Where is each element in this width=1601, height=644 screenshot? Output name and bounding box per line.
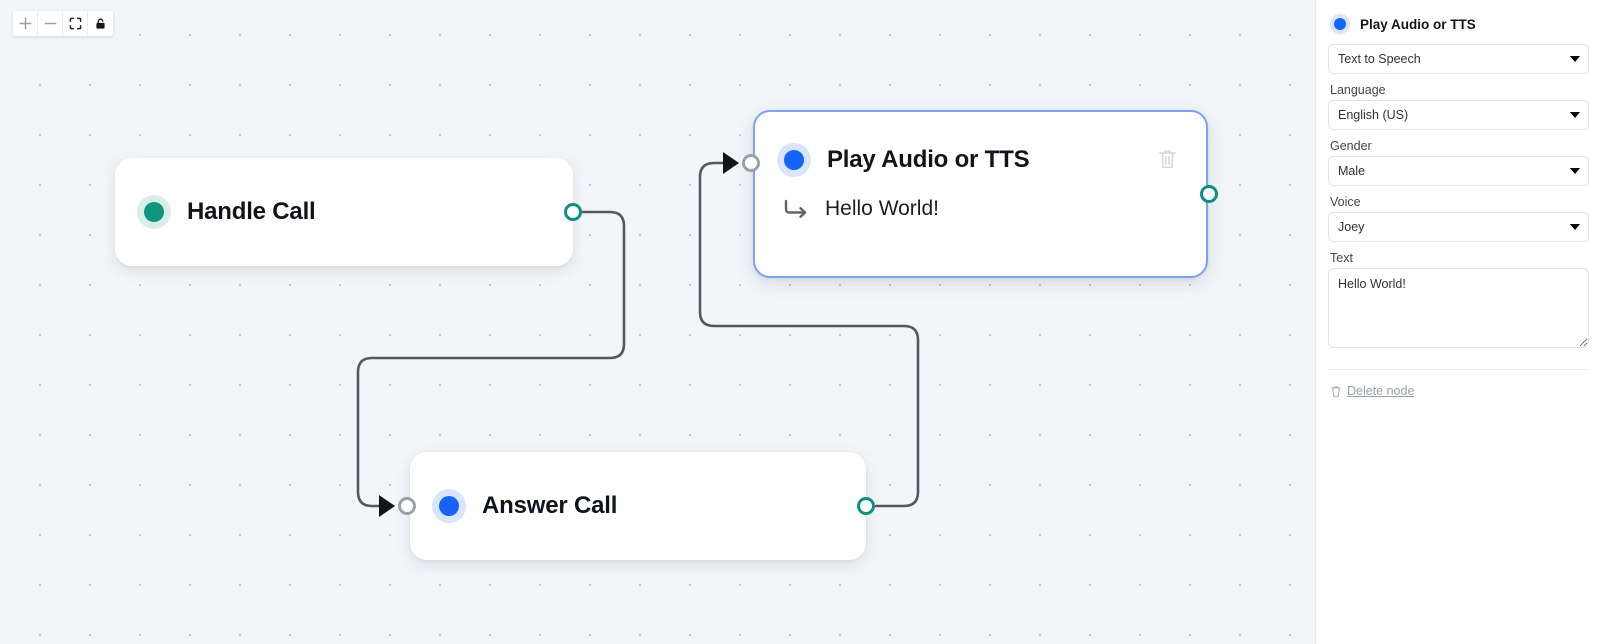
gender-select[interactable]: Male xyxy=(1328,156,1589,186)
minus-icon xyxy=(44,22,56,25)
fit-view-button[interactable] xyxy=(63,11,88,36)
sidebar-header: Play Audio or TTS xyxy=(1316,0,1601,44)
node-play-audio-subtitle: Hello World! xyxy=(825,197,939,220)
node-delete-icon-button[interactable] xyxy=(1157,148,1178,170)
node-play-audio-tts[interactable]: Play Audio or TTS Hello World! xyxy=(753,110,1208,278)
lock-icon xyxy=(96,18,105,29)
voice-label: Voice xyxy=(1330,195,1361,209)
language-select-wrap: English (US) xyxy=(1328,100,1589,130)
sidebar-divider xyxy=(1328,369,1589,370)
handle-input-play-audio[interactable] xyxy=(742,154,760,172)
corner-down-right-icon xyxy=(783,198,809,220)
gender-select-wrap: Male xyxy=(1328,156,1589,186)
canvas-toolbar xyxy=(13,11,113,36)
handle-output-handle-call[interactable] xyxy=(564,203,582,221)
handle-input-answer-call[interactable] xyxy=(398,497,416,515)
trash-icon xyxy=(1330,385,1342,398)
gender-label: Gender xyxy=(1330,139,1372,153)
green-dot-icon xyxy=(137,195,171,229)
zoom-in-button[interactable] xyxy=(13,11,38,36)
action-type-select-wrap: Text to Speech xyxy=(1328,44,1589,74)
action-type-select[interactable]: Text to Speech xyxy=(1328,44,1589,74)
language-label: Language xyxy=(1330,83,1386,97)
plus-icon xyxy=(19,17,31,30)
node-handle-call[interactable]: Handle Call xyxy=(115,158,573,266)
node-play-audio-header: Play Audio or TTS xyxy=(755,112,1206,177)
voice-select-wrap: Joey xyxy=(1328,212,1589,242)
delete-node-label: Delete node xyxy=(1347,384,1415,398)
text-input[interactable] xyxy=(1328,268,1589,348)
text-label: Text xyxy=(1330,251,1353,265)
voice-select[interactable]: Joey xyxy=(1328,212,1589,242)
node-answer-call[interactable]: Answer Call xyxy=(410,452,866,560)
node-play-audio-title: Play Audio or TTS xyxy=(827,146,1030,173)
fit-view-icon xyxy=(69,17,81,30)
flow-canvas[interactable]: Handle Call Play Audio or TTS xyxy=(0,0,1315,644)
sidebar-title: Play Audio or TTS xyxy=(1360,16,1476,32)
node-answer-call-row: Answer Call xyxy=(410,452,866,560)
node-play-audio-subtitle-row: Hello World! xyxy=(755,177,1206,221)
handle-output-play-audio[interactable] xyxy=(1200,185,1218,203)
node-properties-sidebar: Play Audio or TTS Text to Speech Languag… xyxy=(1315,0,1601,644)
edge-arrowhead-play-audio xyxy=(723,152,739,174)
zoom-out-button[interactable] xyxy=(38,11,63,36)
trash-icon xyxy=(1159,150,1176,169)
node-handle-call-row: Handle Call xyxy=(115,158,573,266)
language-select[interactable]: English (US) xyxy=(1328,100,1589,130)
lock-button[interactable] xyxy=(88,11,113,36)
blue-dot-icon xyxy=(432,489,466,523)
edge-arrowhead-answer-call xyxy=(379,495,395,517)
sidebar-body: Text to Speech Language English (US) Gen… xyxy=(1316,44,1601,370)
node-answer-call-title: Answer Call xyxy=(482,492,618,519)
blue-dot-icon xyxy=(777,143,811,177)
handle-output-answer-call[interactable] xyxy=(857,497,875,515)
blue-dot-icon xyxy=(1330,14,1350,34)
node-handle-call-title: Handle Call xyxy=(187,198,316,225)
delete-node-button[interactable]: Delete node xyxy=(1316,370,1601,398)
